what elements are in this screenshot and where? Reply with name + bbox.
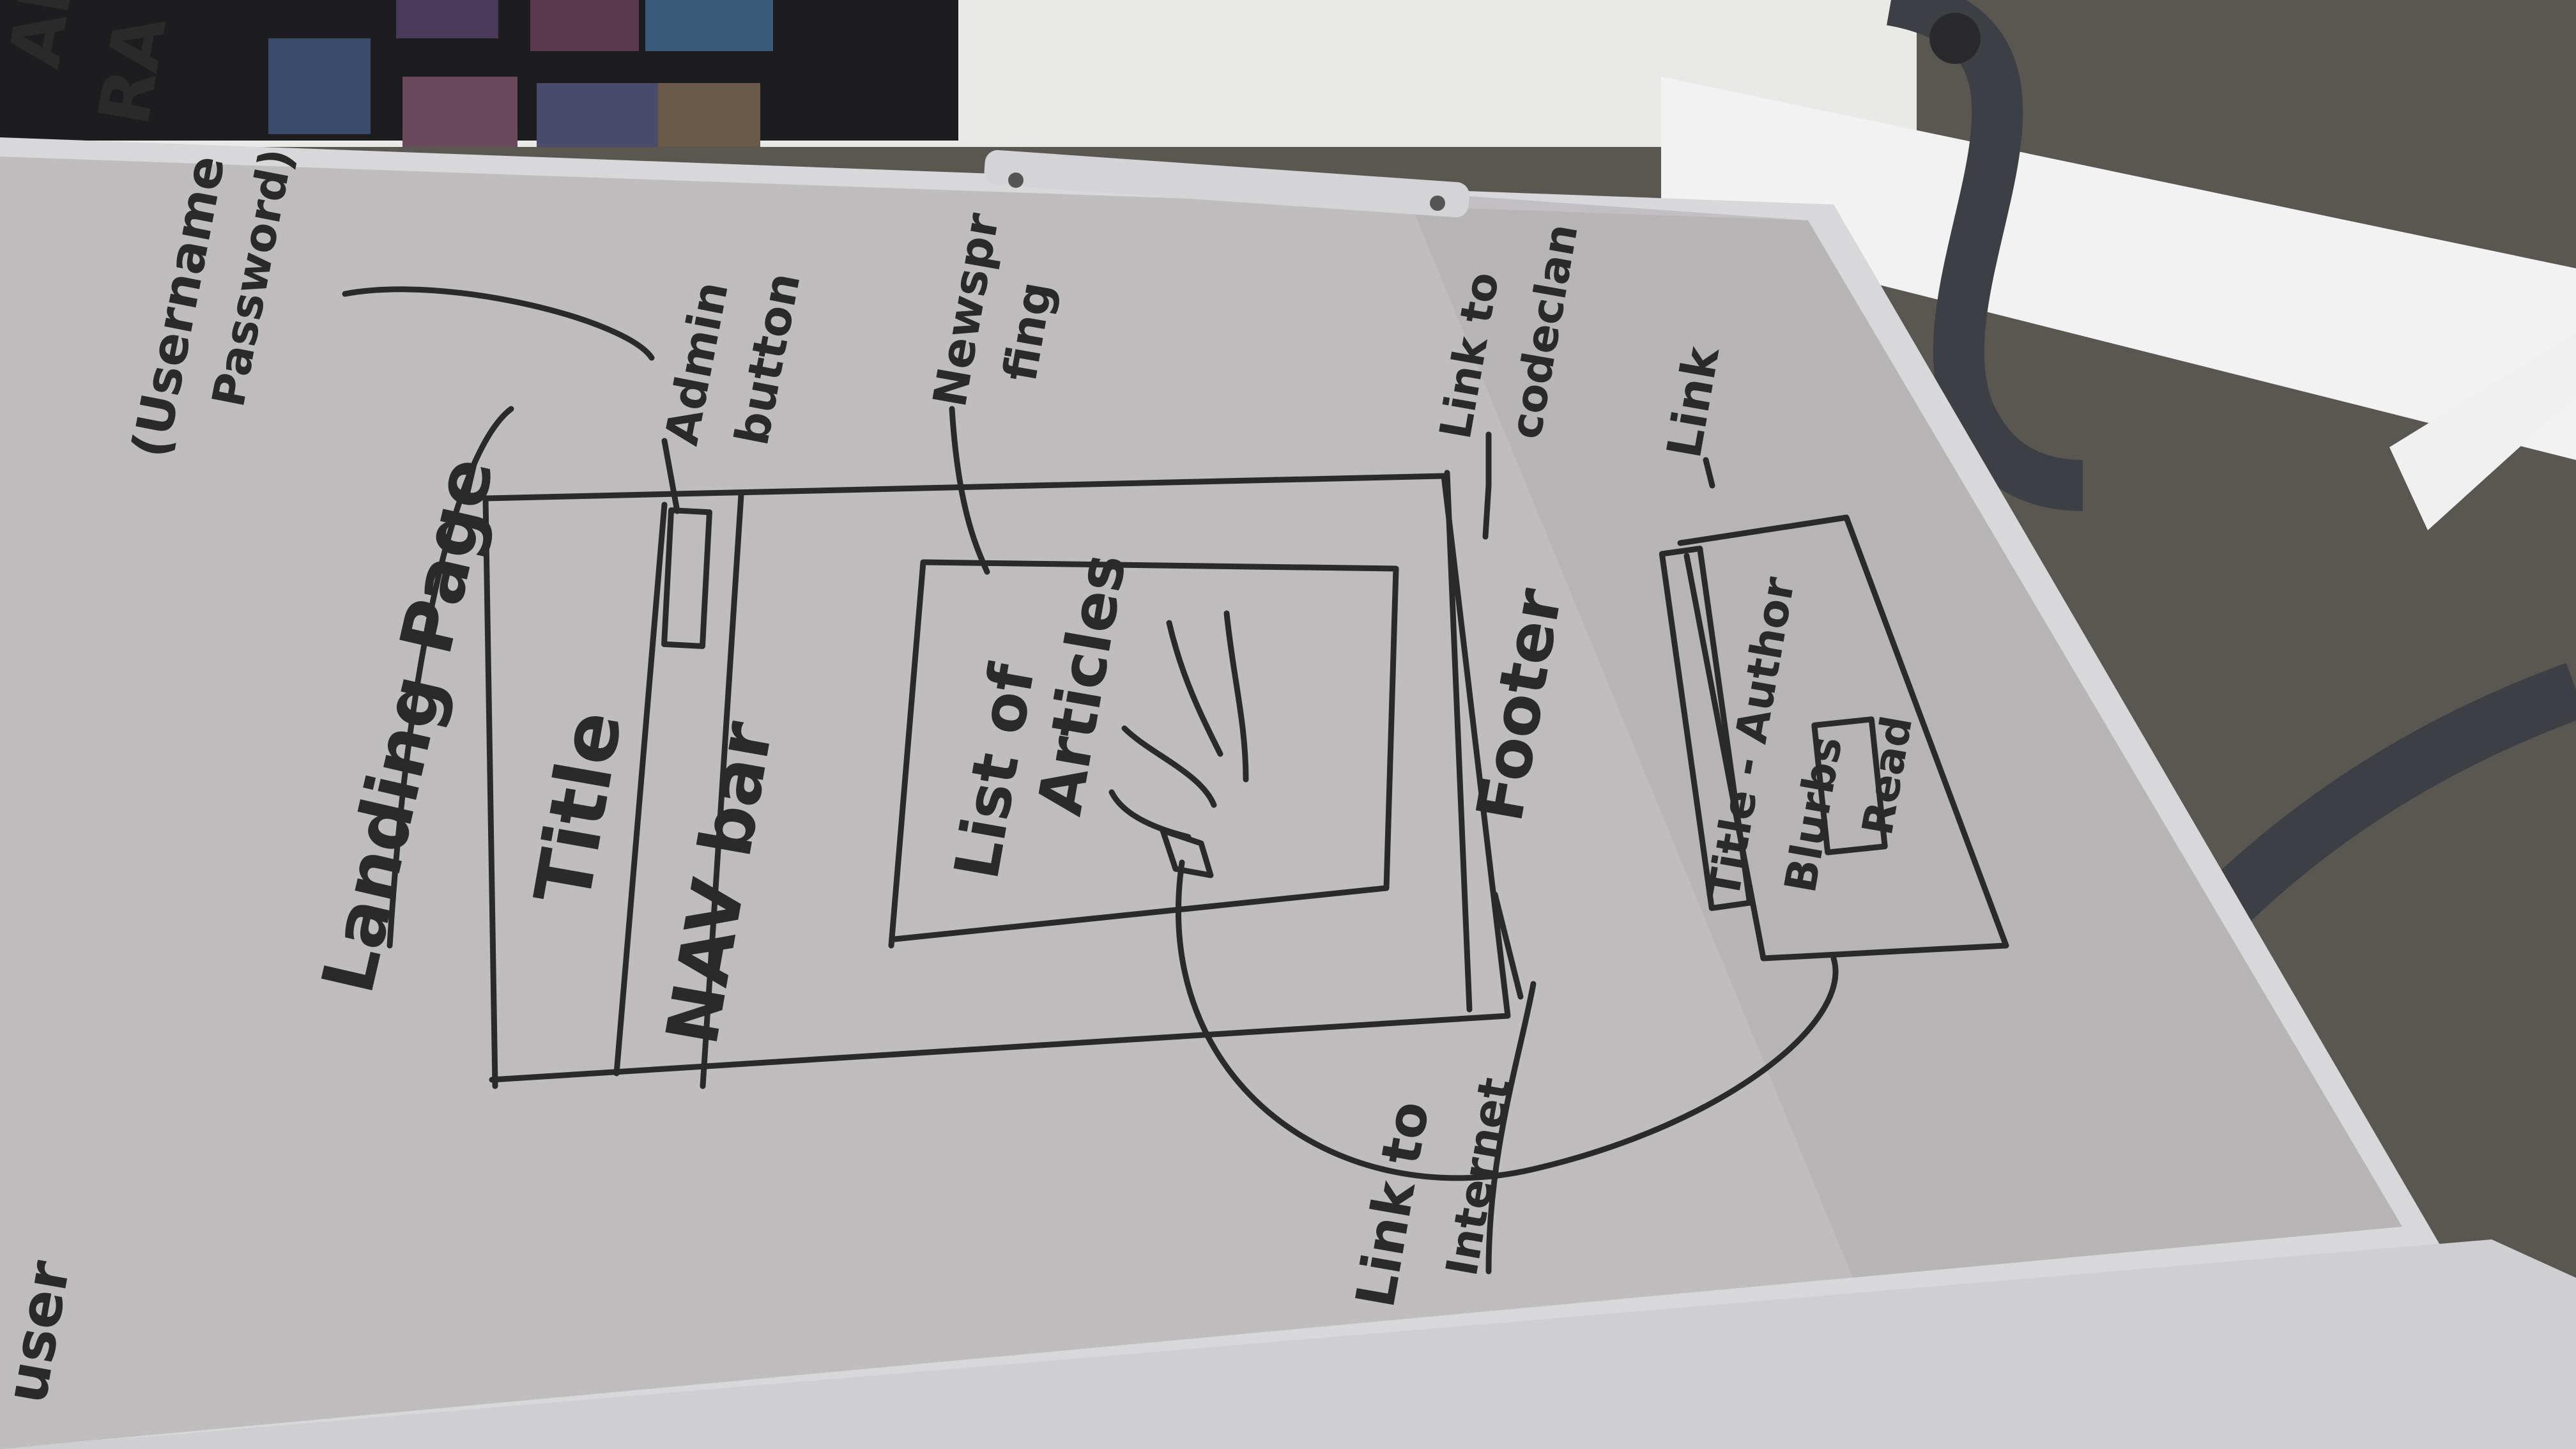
desk-top bbox=[1661, 77, 2576, 460]
cable-dot bbox=[1929, 13, 1981, 64]
bracket-screw-1 bbox=[1008, 172, 1023, 188]
nav-divider bbox=[700, 492, 744, 1089]
footer-box bbox=[1444, 470, 1473, 1013]
marker-tray bbox=[0, 1239, 2576, 1449]
squiggle-1 bbox=[1166, 620, 1223, 757]
squiggle-2 bbox=[1223, 610, 1249, 783]
internet-pointer bbox=[1485, 981, 1537, 1275]
articles-box bbox=[888, 559, 1399, 949]
desk-leg bbox=[2389, 332, 2576, 530]
title-divider bbox=[613, 502, 668, 1077]
wireframe-sketch bbox=[342, 286, 2009, 1275]
link-pointer bbox=[1703, 457, 1715, 489]
admin-pointer bbox=[661, 438, 680, 514]
page-box bbox=[482, 473, 1511, 1089]
poster-photos bbox=[268, 0, 773, 147]
heading-underline bbox=[387, 406, 514, 949]
admin-button-box bbox=[661, 507, 712, 649]
top-bracket bbox=[984, 150, 1469, 218]
cursor-shape bbox=[1160, 827, 1214, 878]
squiggle-3 bbox=[1121, 725, 1217, 808]
newsfeed-pointer bbox=[949, 406, 990, 575]
stand-curve-top bbox=[1886, 0, 2083, 511]
bracket-screw-2 bbox=[1430, 195, 1445, 211]
login-bracket bbox=[342, 286, 655, 361]
card-title-box bbox=[1659, 546, 1753, 911]
footer-left-edge bbox=[1492, 891, 1524, 1000]
read-button-box bbox=[1811, 716, 1888, 855]
codeclan-pointer bbox=[1482, 431, 1492, 540]
poster-text-2: RA bbox=[83, 10, 183, 130]
whiteboard-shading bbox=[1406, 192, 2402, 1278]
